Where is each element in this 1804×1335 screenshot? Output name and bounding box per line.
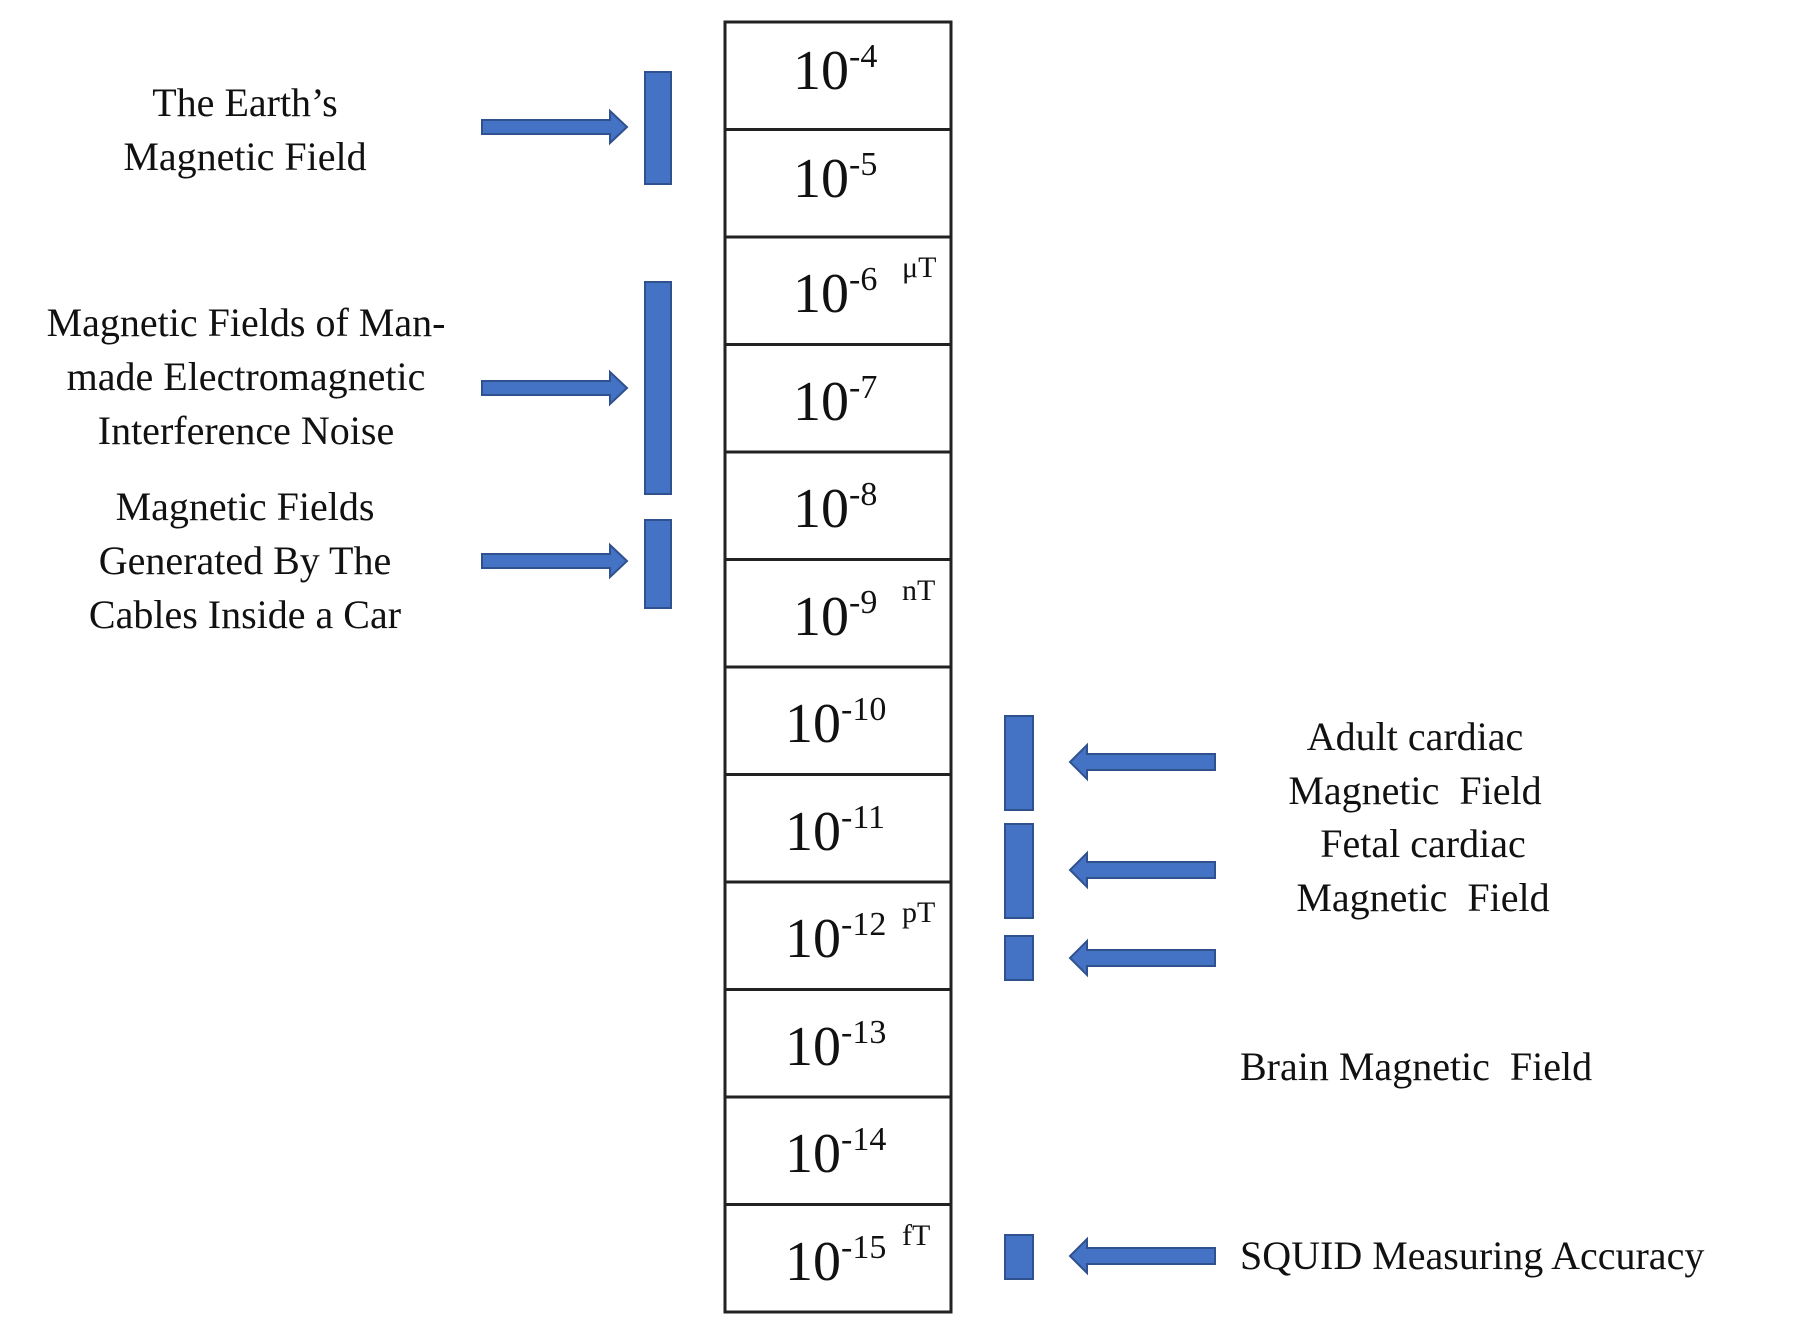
- scale-cell: [723, 1203, 953, 1314]
- scale-base: 10: [793, 263, 849, 325]
- scale-value-label: 10-14: [785, 1121, 886, 1186]
- scale-unit-label: nT: [902, 573, 936, 607]
- scale-cell: [723, 235, 953, 346]
- scale-unit-label: μT: [902, 251, 937, 284]
- scale-base: 10: [785, 693, 841, 755]
- label-squid-accuracy: SQUID Measuring Accuracy: [1240, 1229, 1704, 1283]
- scale-exponent: -8: [849, 476, 878, 513]
- scale-base: 10: [793, 585, 849, 648]
- scale-column: [723, 20, 953, 1314]
- label-line: Magnetic Field: [1288, 768, 1542, 813]
- scale-base: 10: [785, 1123, 841, 1185]
- scale-exponent: -15: [841, 1228, 887, 1266]
- scale-cell: [723, 988, 953, 1099]
- label-adult-cardiac: Adult cardiac Magnetic Field: [1240, 710, 1590, 818]
- scale-unit-label: pT: [902, 896, 936, 929]
- label-car-cables: Magnetic Fields Generated By The Cables …: [40, 480, 450, 642]
- scale-cell: [723, 343, 953, 454]
- scale-exponent: -14: [841, 1121, 887, 1158]
- scale-value-label: 10-15: [785, 1229, 886, 1294]
- squid-accuracy-arrow: [1068, 1236, 1216, 1276]
- car-cables-range-bar: [644, 519, 672, 609]
- scale-exponent: -5: [849, 145, 878, 183]
- label-line: Magnetic Fields: [115, 484, 375, 529]
- scale-value-label: 10-5: [793, 146, 877, 211]
- scale-value-label: 10-12: [785, 906, 886, 971]
- scale-cell: [723, 128, 953, 239]
- label-fetal-cardiac: Fetal cardiac Magnetic Field: [1248, 817, 1598, 925]
- label-line: Generated By The: [98, 538, 392, 583]
- scale-value-label: 10-11: [785, 799, 885, 864]
- scale-exponent: -6: [849, 261, 878, 298]
- earth-field-arrow: [481, 108, 629, 146]
- scale-value-label: 10-13: [785, 1014, 886, 1079]
- label-brain-field: Brain Magnetic Field: [1240, 932, 1592, 1148]
- fetal-cardiac-arrow: [1068, 850, 1216, 890]
- label-earth-field: The Earth’s Magnetic Field: [90, 76, 400, 184]
- scale-base: 10: [793, 370, 849, 433]
- label-line: The Earth’s: [152, 80, 338, 125]
- label-line: Magnetic Field: [123, 134, 367, 179]
- scale-exponent: -13: [841, 1013, 887, 1051]
- earth-field-range-bar: [644, 71, 672, 185]
- label-line: Adult cardiac: [1306, 714, 1524, 759]
- scale-exponent: -10: [841, 691, 887, 728]
- label-line: Magnetic Field: [1296, 875, 1550, 920]
- scale-base: 10: [785, 1230, 841, 1293]
- scale-base: 10: [785, 1015, 841, 1078]
- label-line: made Electromagnetic: [66, 354, 426, 399]
- scale-cell: [723, 20, 953, 131]
- scale-exponent: -4: [849, 38, 878, 75]
- adult-cardiac-range-bar: [1004, 715, 1034, 811]
- scale-base: 10: [793, 147, 849, 210]
- scale-exponent: -9: [849, 583, 878, 621]
- scale-value-label: 10-8: [793, 476, 877, 541]
- label-line: SQUID Measuring Accuracy: [1240, 1233, 1705, 1278]
- scale-value-label: 10-9: [793, 584, 877, 649]
- scale-exponent: -12: [841, 906, 887, 943]
- label-line: Cables Inside a Car: [88, 592, 402, 637]
- scale-unit-label: fT: [902, 1218, 931, 1252]
- label-line: Brain Magnetic Field: [1240, 1044, 1593, 1089]
- scale-cell: [723, 773, 953, 884]
- scale-cell: [723, 1095, 953, 1206]
- brain-field-arrow: [1068, 938, 1216, 978]
- car-cables-arrow: [481, 542, 629, 580]
- fetal-cardiac-range-bar: [1004, 823, 1034, 919]
- brain-field-range-bar: [1004, 935, 1034, 981]
- label-emi-noise: Magnetic Fields of Man- made Electromagn…: [18, 296, 474, 458]
- scale-value-label: 10-6: [793, 261, 877, 326]
- adult-cardiac-arrow: [1068, 742, 1216, 782]
- scale-exponent: -11: [841, 798, 886, 836]
- emi-noise-range-bar: [644, 281, 672, 495]
- scale-base: 10: [793, 478, 849, 540]
- scale-value-label: 10-7: [793, 369, 877, 434]
- scale-base: 10: [785, 800, 841, 863]
- label-line: Magnetic Fields of Man-: [46, 300, 446, 345]
- scale-base: 10: [793, 40, 849, 102]
- squid-accuracy-range-bar: [1004, 1234, 1034, 1280]
- scale-exponent: -7: [849, 368, 878, 406]
- label-line: Fetal cardiac: [1320, 821, 1526, 866]
- scale-base: 10: [785, 908, 841, 970]
- scale-value-label: 10-4: [793, 38, 877, 103]
- label-line: Interference Noise: [97, 408, 395, 453]
- emi-noise-arrow: [481, 369, 629, 407]
- scale-value-label: 10-10: [785, 691, 886, 756]
- scale-cell: [723, 558, 953, 669]
